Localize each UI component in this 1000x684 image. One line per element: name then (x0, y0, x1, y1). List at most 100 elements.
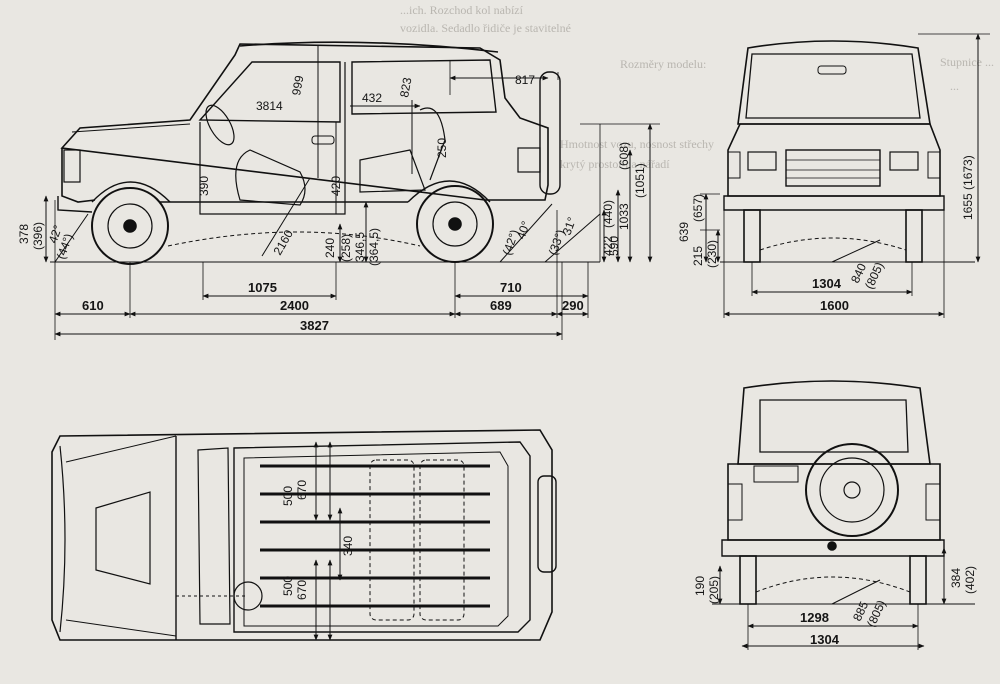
dim-639: 639 (677, 222, 691, 242)
background-text-line: vozidla. Sedadlo řidiče je stavitelné (400, 21, 571, 35)
dim-670a: 670 (295, 480, 309, 500)
door-handle (311, 135, 335, 145)
angle-40: 40° (514, 219, 533, 241)
door-outline (199, 62, 346, 215)
spare-wheel-side (539, 71, 561, 195)
angle-33: (33°) (546, 228, 568, 257)
rear-spare-wheel (805, 443, 899, 537)
dim-440: (440) (601, 200, 615, 228)
body-outline (60, 43, 549, 203)
dim-3814: 3814 (256, 99, 283, 113)
dim-402: (402) (963, 566, 977, 594)
hood-panel (95, 491, 151, 585)
dim-999: 999 (289, 74, 306, 96)
dim-1600: 1600 (820, 298, 849, 313)
dim-432: 432 (362, 91, 382, 105)
rear-window (351, 59, 497, 115)
roof-top (233, 441, 531, 633)
dim-2160: 2160 (270, 227, 296, 257)
front-roof-cab (737, 40, 931, 125)
windshield-top (197, 447, 231, 625)
dim-689: 689 (490, 298, 512, 313)
steering-wheel-top (233, 581, 263, 611)
rear-light (517, 147, 541, 173)
spare-wheel-top (537, 475, 557, 573)
dim-710: 710 (500, 280, 522, 295)
rear-left-tire (739, 555, 757, 605)
dim-670b: 670 (295, 580, 309, 600)
dim-500b: 500 (281, 576, 295, 596)
dim-805: (805) (862, 260, 887, 291)
front-view (700, 33, 990, 318)
dim-240: 240 (323, 238, 337, 258)
background-text-line: ... (950, 79, 959, 93)
front-right-tire (905, 209, 923, 263)
dim-2400: 2400 (280, 298, 309, 313)
front-grill (63, 149, 81, 183)
angle-31: 31° (560, 215, 579, 237)
rear-view (712, 380, 975, 650)
rear-seat (359, 149, 426, 193)
dim-396: (396) (31, 222, 45, 250)
front-bumper (723, 195, 945, 211)
dim-215: 215 (691, 246, 705, 266)
side-view (43, 41, 660, 340)
dim-3827: 3827 (300, 318, 329, 333)
background-print: ...ich. Rozchod kol nabízí vozidla. Seda… (400, 3, 994, 171)
dim-205: (205) (707, 576, 721, 604)
left-headlight (747, 151, 777, 171)
roof-inner (243, 451, 509, 627)
dim-346-5: 346,5 (353, 232, 367, 262)
dim-1051: (1051) (633, 163, 647, 198)
front-seat (235, 149, 306, 206)
rear-view-mirror (817, 65, 847, 75)
rear-cab (737, 380, 931, 465)
background-text-line: krytý prostor na nářadí (560, 157, 670, 171)
dim-823: 823 (397, 76, 414, 98)
roof-rack-bars (260, 464, 490, 608)
dim-1298: 1298 (800, 610, 829, 625)
roof-line (239, 41, 499, 53)
angle-42: 42° (46, 223, 65, 245)
dim-378: 378 (17, 224, 31, 244)
dim-1304-rear: 1304 (810, 632, 840, 647)
front-grille (785, 149, 881, 187)
dim-230: (230) (705, 240, 719, 268)
right-indicator (927, 151, 941, 179)
rear-right-tire (909, 555, 927, 605)
background-text-line: Hmotnost vozu, nosnost střechy (560, 137, 714, 151)
dim-340: 340 (341, 536, 355, 556)
dim-1075: 1075 (248, 280, 277, 295)
top-view-labels: 500 670 340 500 670 (281, 480, 355, 600)
front-view-labels: 1655 (1673) 639 (657) 215 (230) 840 (805… (677, 155, 975, 313)
rear-window (759, 399, 909, 453)
dim-1033: 1033 (617, 203, 631, 230)
dim-500a: 500 (281, 486, 295, 506)
angle-42b: (42°) (500, 228, 522, 257)
rear-view-labels: 190 (205) 384 (402) 885 (805) 1298 1304 (693, 566, 977, 647)
top-body-outline (51, 429, 553, 641)
dim-290: 290 (562, 298, 584, 313)
dim-420: 420 (329, 176, 343, 196)
dim-590: 590 (607, 236, 621, 256)
dim-258: (258) (339, 234, 353, 262)
right-tail-light (925, 483, 941, 521)
front-left-tire (743, 209, 761, 263)
dim-384: 384 (949, 568, 963, 588)
dim-610: 610 (82, 298, 104, 313)
dim-422: 422 (601, 236, 615, 256)
front-window (198, 61, 341, 123)
dim-364-5: (364,5) (367, 228, 381, 266)
rear-body (727, 463, 941, 541)
dim-817: 817 (515, 73, 535, 87)
side-view-labels: 3814 999 432 823 817 250 390 420 2160 24… (17, 73, 647, 333)
dim-190: 190 (693, 576, 707, 596)
steering-wheel (205, 104, 235, 146)
dim-805-rear: (805) (864, 598, 889, 629)
dim-250: 250 (435, 138, 449, 158)
left-tail-light (727, 483, 743, 521)
dim-608: (608) (617, 142, 631, 170)
tow-hook (827, 541, 837, 551)
